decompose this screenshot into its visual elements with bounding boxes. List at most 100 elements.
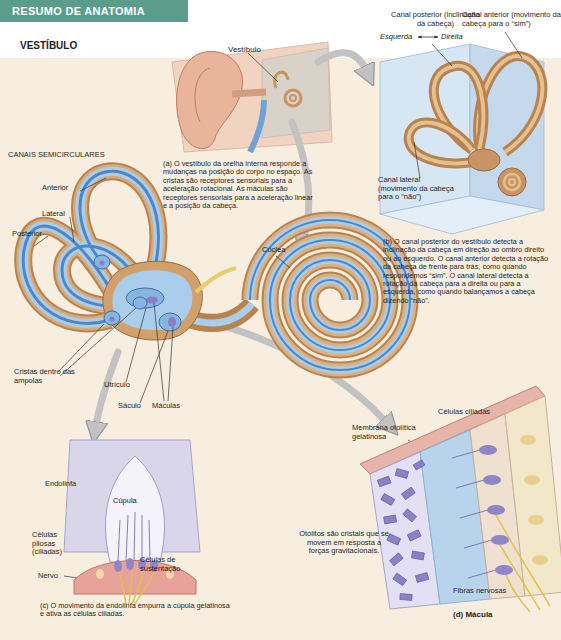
part-label: Células de sustentação xyxy=(140,556,202,573)
leader-line xyxy=(414,142,420,178)
support-cell xyxy=(528,515,544,525)
canal-label: Canal anterior (movimento da cabeça para… xyxy=(462,11,561,28)
leader-line xyxy=(168,327,173,401)
part-label: Células ciliadas xyxy=(438,408,518,417)
nerve-fibers xyxy=(496,515,550,612)
leader-line xyxy=(126,308,146,382)
direction-label: Esquerda xyxy=(380,33,420,42)
hair-cell xyxy=(487,505,505,515)
support-cell xyxy=(524,475,540,485)
otolith xyxy=(377,476,391,487)
vestibule xyxy=(94,255,236,340)
support-cell xyxy=(532,555,548,565)
otolith xyxy=(384,515,397,524)
flow-arrow xyxy=(318,53,366,70)
cochlea xyxy=(186,220,410,370)
note-text: Otólitos são cristais que se movem em re… xyxy=(296,530,392,556)
nerve-fiber xyxy=(120,572,126,604)
leader-line xyxy=(505,32,522,58)
leader-line xyxy=(248,53,278,82)
cilium xyxy=(142,515,143,562)
otolith xyxy=(381,493,395,505)
otolith xyxy=(415,573,428,583)
panel-c xyxy=(64,440,200,604)
ampulla xyxy=(104,311,120,325)
leader-line xyxy=(154,303,164,401)
nerve xyxy=(120,570,154,604)
otolith xyxy=(400,593,412,600)
support-cell xyxy=(96,569,104,579)
crista xyxy=(110,317,115,322)
hair-cell xyxy=(114,560,122,572)
ampulla xyxy=(133,297,147,309)
otolith xyxy=(403,509,417,522)
otolith xyxy=(387,534,401,545)
leader-line xyxy=(70,217,74,242)
nerve-fiber xyxy=(500,545,540,610)
otolith xyxy=(395,469,408,479)
lateral-canal xyxy=(409,122,474,163)
panel-caption: (c) O movimento da endolinfa empurra a c… xyxy=(40,602,230,619)
nerve-fiber xyxy=(129,570,132,604)
nerve-fiber xyxy=(506,575,530,612)
part-label: Membrana otolítica gelatinosa xyxy=(352,424,422,441)
auditory-tube xyxy=(250,100,264,152)
leader-line xyxy=(60,308,136,376)
small-cochlea xyxy=(504,174,520,190)
header-band: RESUMO DE ANATOMIA xyxy=(0,0,188,22)
cilium xyxy=(126,515,128,562)
leader-line xyxy=(58,324,104,372)
pinna-fold xyxy=(195,68,210,122)
canal-duct xyxy=(23,226,112,323)
hair-cell xyxy=(483,475,501,485)
otolith xyxy=(407,530,421,541)
canal-label: Lateral xyxy=(42,210,102,219)
cilium xyxy=(468,570,496,578)
panel-caption: (d) Mácula xyxy=(453,610,533,619)
part-label: Cóclea xyxy=(262,246,312,255)
otolith xyxy=(393,573,407,586)
macula xyxy=(146,297,158,304)
cilium xyxy=(452,450,480,458)
cilium xyxy=(456,480,484,488)
diagram-title: VESTÍBULO xyxy=(20,40,77,52)
part-label: Vestíbulo xyxy=(228,45,288,54)
small-cochlea xyxy=(498,168,526,196)
vestibule-body xyxy=(103,261,202,340)
direction-label: Direita xyxy=(441,33,481,42)
panel-caption: (a) O vestíbulo da orelha interna respon… xyxy=(163,160,313,210)
canal-label: Posterior xyxy=(12,230,72,239)
cilium xyxy=(464,540,492,548)
hair-cell xyxy=(479,445,497,455)
canal-label: Anterior xyxy=(42,184,102,193)
part-label: Utrículo xyxy=(104,381,154,390)
utricle xyxy=(126,288,164,308)
vestibule-body xyxy=(468,149,500,171)
cilium xyxy=(118,520,120,562)
panel-b xyxy=(380,32,544,234)
cilia xyxy=(118,512,150,562)
leader-line xyxy=(140,331,168,403)
head-section xyxy=(172,42,332,152)
part-label: Endolinfa xyxy=(45,480,95,489)
lateral-canal xyxy=(409,122,474,163)
ear xyxy=(172,42,332,152)
macula xyxy=(168,317,176,327)
saccule xyxy=(159,313,181,331)
panel-d xyxy=(360,386,561,612)
ear-canal xyxy=(232,92,266,94)
panel-caption: (b) O canal posterior do vestíbulo detec… xyxy=(383,238,551,305)
otolith xyxy=(401,487,415,500)
part-label: Máculas xyxy=(152,402,202,411)
hair-cell xyxy=(126,558,134,570)
inner-ear-cochlea xyxy=(290,95,296,101)
part-label: Cristas dentro das ampolas xyxy=(14,368,76,385)
nerve-fiber xyxy=(135,572,154,604)
vestibule-lumen xyxy=(112,270,192,330)
leader-line xyxy=(276,256,290,268)
hair-cell xyxy=(495,565,513,575)
section-heading: CANAIS SEMICIRCULARES xyxy=(8,151,158,160)
ampulla xyxy=(94,255,110,269)
